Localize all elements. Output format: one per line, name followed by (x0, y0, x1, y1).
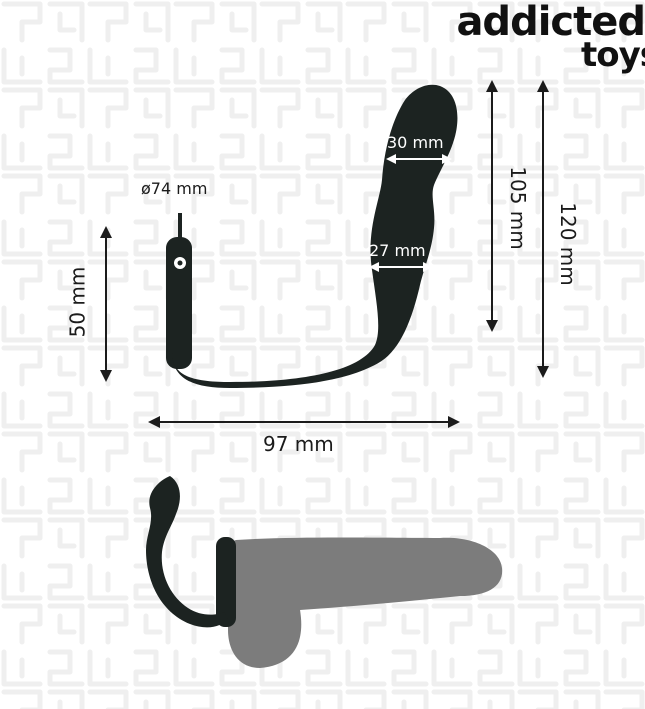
brand-logo-line1: addicted (456, 0, 645, 45)
brand-logo-line2: toys (580, 35, 645, 75)
diameter-label: ø74 mm (141, 179, 208, 198)
inner-arrows (369, 154, 452, 272)
head-width-label: 30 mm (387, 133, 444, 152)
ring-height-label: 50 mm (65, 266, 90, 338)
brand-logo: addicted toys (456, 2, 645, 72)
total-length-label: 120 mm (555, 202, 580, 286)
product-silhouette (166, 84, 458, 389)
total-width-label: 97 mm (263, 432, 334, 456)
neck-width-label: 27 mm (369, 241, 426, 260)
usage-illustration (146, 476, 503, 668)
dimension-arrows (100, 80, 549, 428)
insertable-length-label: 105 mm (505, 166, 530, 250)
